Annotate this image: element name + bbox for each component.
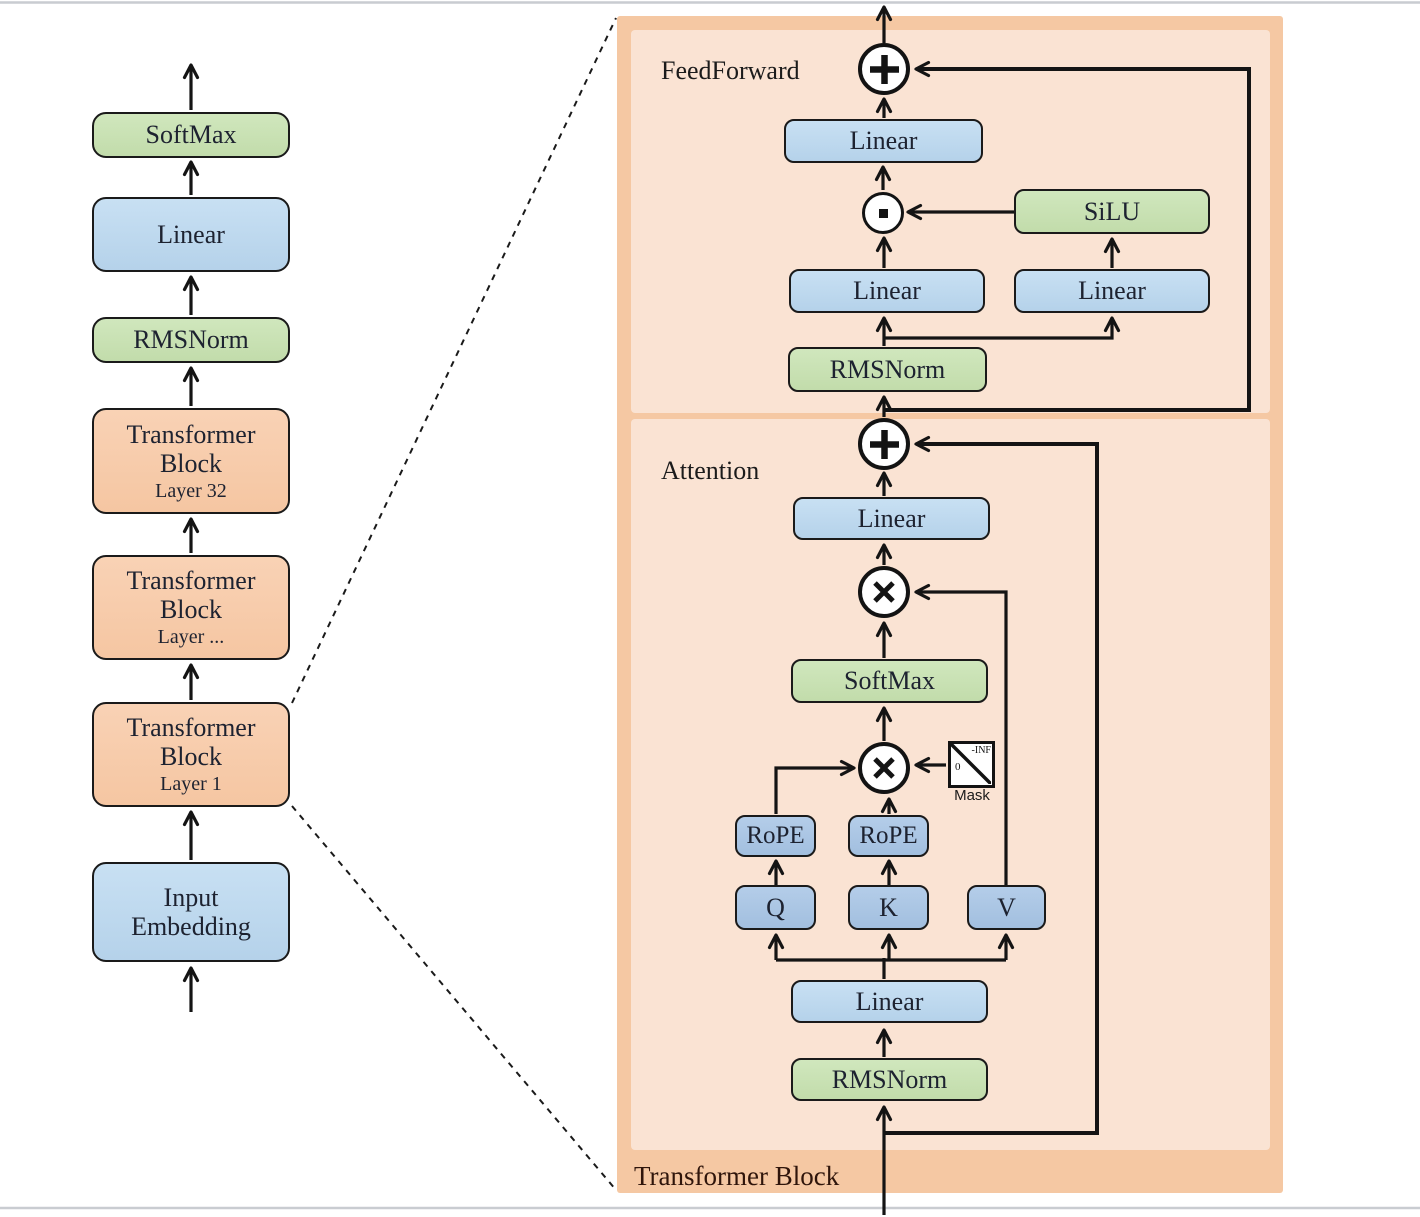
plus-icon	[869, 429, 899, 459]
input-embedding-label: Input Embedding	[131, 882, 251, 941]
attn-linear-out-box: Linear	[793, 497, 990, 540]
ff-rmsnorm-box: RMSNorm	[788, 347, 987, 392]
multiply-icon	[873, 757, 895, 779]
wire-attn-residual	[884, 435, 1099, 1135]
plus-icon	[869, 54, 899, 84]
wire-ropeq-to-mulqk	[774, 759, 856, 814]
attn-linear-qkv-box: Linear	[791, 980, 988, 1023]
attention-section-label: Attention	[661, 456, 760, 485]
transformer-block-panel-label: Transformer Block	[634, 1161, 840, 1191]
tbmid-layer: Layer ...	[157, 626, 225, 649]
k-label: K	[879, 892, 898, 922]
attn-softmax-label: SoftMax	[844, 666, 935, 696]
mask-lower-value: 0	[955, 761, 961, 773]
ff-linear-gate-label: Linear	[853, 276, 921, 306]
ff-linear-out-label: Linear	[849, 126, 918, 156]
wire-v-to-mulav	[914, 583, 1008, 886]
dot-icon	[878, 208, 888, 218]
attn-av-matmul-node	[858, 566, 910, 618]
tbmid-title: Transformer Block	[126, 566, 256, 625]
rope-k-box: RoPE	[848, 815, 929, 857]
attn-rmsnorm-label: RMSNorm	[831, 1064, 948, 1094]
left-linear-label: Linear	[157, 219, 225, 249]
attn-softmax-box: SoftMax	[791, 659, 988, 703]
attn-rmsnorm-box: RMSNorm	[791, 1058, 988, 1101]
tb32-layer: Layer 32	[155, 479, 227, 502]
causal-mask-node: -INF 0	[948, 741, 995, 788]
ff-elementwise-multiply-node	[862, 192, 904, 234]
multiply-icon	[873, 581, 895, 603]
tb1-layer: Layer 1	[160, 773, 222, 796]
rope-q-label: RoPE	[746, 822, 805, 849]
silu-label: SiLU	[1083, 196, 1141, 226]
k-box: K	[848, 885, 929, 930]
left-transformer-block-mid: Transformer Block Layer ...	[92, 555, 290, 660]
zoom-guide-dashed-lines	[291, 17, 617, 1191]
wire-ffrms-branch-to-linearup	[885, 316, 1121, 340]
ff-linear-up-box: Linear	[1014, 269, 1210, 313]
mask-upper-value: -INF	[971, 745, 991, 756]
q-box: Q	[735, 885, 816, 930]
tb32-title: Transformer Block	[126, 419, 256, 478]
mask-label: Mask	[954, 787, 990, 804]
v-label: V	[997, 892, 1016, 922]
wire-ff-residual	[884, 60, 1251, 412]
attn-residual-add-node	[858, 418, 910, 470]
left-softmax-box: SoftMax	[92, 112, 290, 158]
tb1-title: Transformer Block	[126, 713, 256, 772]
ff-residual-add-node	[858, 43, 910, 95]
mask-diagonal-icon	[951, 744, 991, 784]
left-softmax-label: SoftMax	[145, 120, 237, 150]
q-label: Q	[766, 892, 785, 922]
ff-linear-up-label: Linear	[1078, 276, 1146, 306]
rope-k-label: RoPE	[859, 822, 918, 849]
attn-linear-out-label: Linear	[857, 503, 926, 533]
left-transformer-block-32: Transformer Block Layer 32	[92, 408, 290, 514]
left-linear-box: Linear	[92, 197, 290, 272]
v-box: V	[967, 885, 1046, 930]
left-transformer-block-1: Transformer Block Layer 1	[92, 702, 290, 807]
rope-q-box: RoPE	[735, 815, 816, 857]
left-rmsnorm-label: RMSNorm	[133, 325, 249, 355]
ff-silu-box: SiLU	[1014, 189, 1210, 234]
feedforward-section-label: FeedForward	[661, 56, 800, 85]
ff-linear-out-box: Linear	[784, 119, 983, 163]
ff-rmsnorm-label: RMSNorm	[829, 354, 946, 384]
left-input-embedding-box: Input Embedding	[92, 862, 290, 962]
attn-qk-matmul-node	[858, 742, 910, 794]
ff-linear-gate-box: Linear	[789, 269, 985, 313]
left-rmsnorm-box: RMSNorm	[92, 317, 290, 363]
attn-linear-qkv-label: Linear	[855, 986, 924, 1016]
